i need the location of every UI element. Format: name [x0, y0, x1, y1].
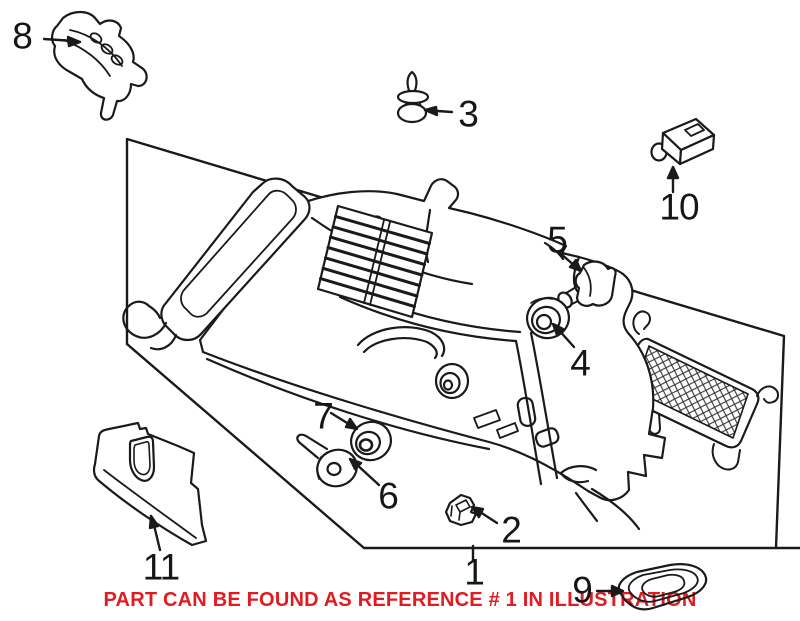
- part-7-grommet-drawing: [350, 420, 392, 462]
- part-3-push-pin-drawing: [396, 70, 430, 124]
- part-6-retainer-drawing: [296, 433, 358, 488]
- part-1-trim-panel-drawing: [122, 177, 667, 531]
- callout-label-2: 2: [501, 509, 522, 551]
- part-11-panel-drawing: [92, 421, 208, 547]
- part-9-bezel-drawing: [617, 563, 708, 611]
- callout-label-8: 8: [12, 15, 33, 57]
- callout-label-11: 11: [142, 546, 180, 588]
- callout-label-7: 7: [313, 395, 334, 437]
- callout-label-10: 10: [659, 186, 699, 228]
- part-5-fastener-drawing: [557, 260, 617, 309]
- callout-label-1: 1: [464, 551, 485, 593]
- pillar-trim-strip: [122, 177, 311, 351]
- reference-note: PART CAN BE FOUND AS REFERENCE # 1 IN IL…: [103, 589, 697, 611]
- callout-label-5: 5: [547, 219, 568, 261]
- callout-label-6: 6: [378, 475, 399, 517]
- part-2-clip-drawing: [444, 493, 478, 527]
- callout-label-4: 4: [570, 342, 591, 384]
- callout-arrows: [42, 35, 680, 598]
- callout-label-9: 9: [572, 569, 593, 611]
- part-10-lamp-drawing: [650, 117, 716, 166]
- callout-label-3: 3: [458, 93, 479, 135]
- part-8-bracket-drawing: [51, 10, 148, 121]
- vent-grille: [316, 204, 434, 319]
